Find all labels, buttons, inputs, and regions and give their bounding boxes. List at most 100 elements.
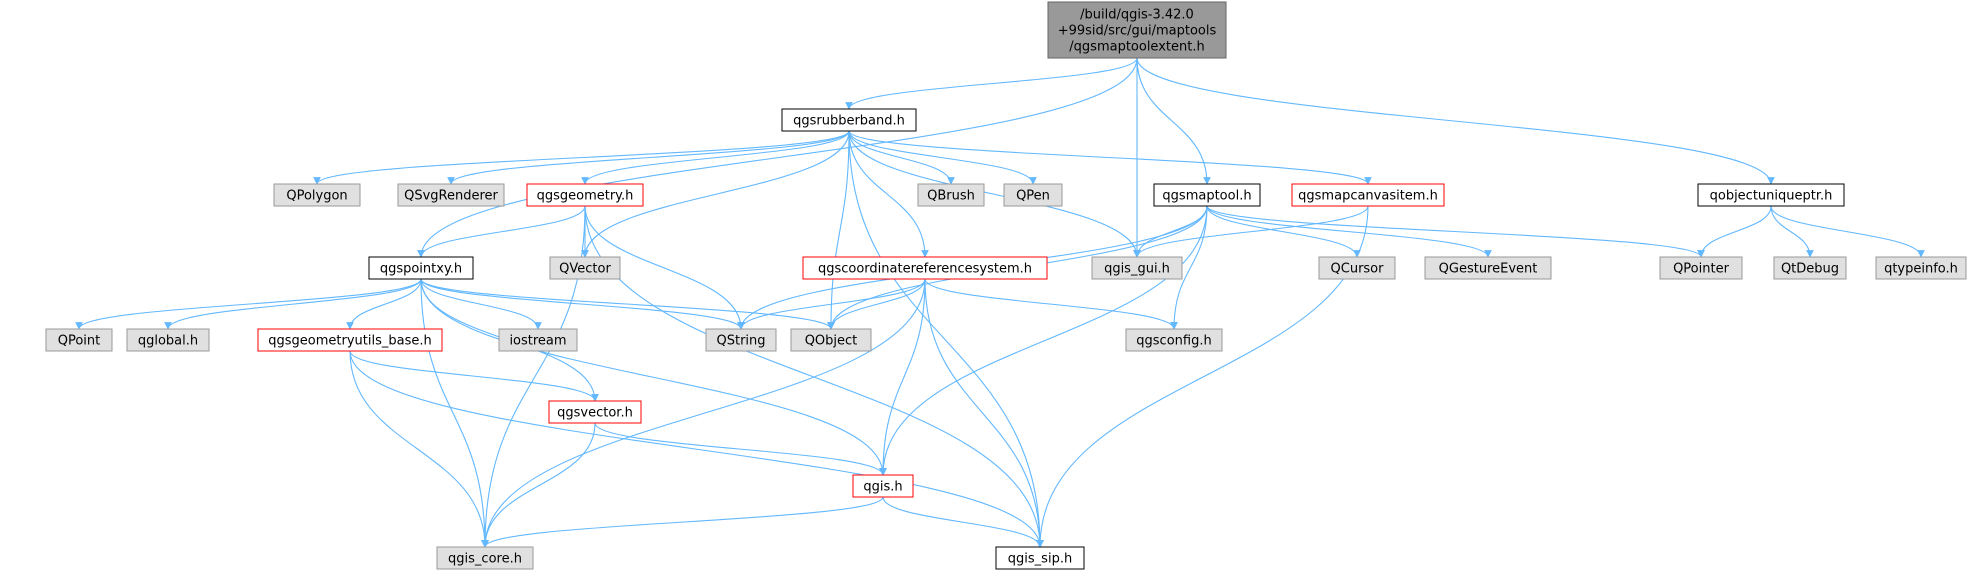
node-box-qcursor[interactable] (1318, 256, 1396, 280)
edge-qgsgeometryutils_base-to-qgis_core (349, 350, 489, 548)
edge-qgsrubberband-to-qgsgeometry (581, 130, 850, 185)
node-box-qtdebug[interactable] (1773, 256, 1847, 280)
node-label-qtypeinfo: qtypeinfo.h (1884, 262, 1958, 277)
edge-qgsrubberband-to-qpen (848, 130, 1037, 185)
node-box-qgsgeometry[interactable] (526, 183, 644, 207)
node-label-qgsvector: qgsvector.h (557, 406, 633, 421)
edge-qgscrs-to-qgsconfig (924, 278, 1178, 330)
node-box-qgestureevent[interactable] (1424, 256, 1552, 280)
edge-qgsgeometry-to-qstring (584, 205, 745, 330)
node-qpointer[interactable]: QPointer (1659, 256, 1743, 280)
node-box-qpointer[interactable] (1659, 256, 1743, 280)
node-qgsgeometry[interactable]: qgsgeometry.h (526, 183, 644, 207)
node-root[interactable]: /build/qgis-3.42.0+99sid/src/gui/maptool… (1047, 1, 1227, 59)
node-box-qglobal[interactable] (126, 328, 210, 352)
edge-qobjectuniqueptr-to-qpointer (1697, 205, 1772, 258)
node-box-qgsmaptool[interactable] (1153, 183, 1261, 207)
node-box-qobject[interactable] (790, 328, 872, 352)
edge-qgsrubberband-to-qgis_gui (848, 130, 1141, 258)
node-iostream[interactable]: iostream (498, 328, 578, 352)
node-qgis_sip[interactable]: qgis_sip.h (995, 546, 1085, 570)
node-box-qsvgrenderer[interactable] (397, 183, 505, 207)
node-qobjectuniqueptr[interactable]: qobjectuniqueptr.h (1697, 183, 1845, 207)
node-label-qpolygon: QPolygon (286, 189, 347, 204)
node-qgspointxy[interactable]: qgspointxy.h (368, 256, 474, 280)
node-qgis_core[interactable]: qgis_core.h (436, 546, 534, 570)
node-box-qgscrs[interactable] (802, 256, 1048, 280)
node-box-qpoint[interactable] (45, 328, 113, 352)
node-box-iostream[interactable] (498, 328, 578, 352)
node-qgis[interactable]: qgis.h (852, 474, 914, 498)
node-box-qgis_core[interactable] (436, 546, 534, 570)
node-label-root: +99sid/src/gui/maptools (1058, 24, 1217, 39)
node-label-qgsgeometryutils_base: qgsgeometryutils_base.h (268, 334, 431, 349)
edge-qgsmaptool-to-qgis_gui (1133, 205, 1208, 258)
node-box-qgis_gui[interactable] (1091, 256, 1183, 280)
edge-qgspointxy-to-qstring (420, 278, 745, 330)
node-qpoint[interactable]: QPoint (45, 328, 113, 352)
node-box-qtypeinfo[interactable] (1875, 256, 1967, 280)
edge-qgscrs-to-qgis_sip (924, 278, 1044, 548)
node-qbrush[interactable]: QBrush (917, 183, 985, 207)
edge-qgsmaptool-to-qcursor (1206, 205, 1361, 258)
node-qtypeinfo[interactable]: qtypeinfo.h (1875, 256, 1967, 280)
edge-root-to-qgspointxy (417, 57, 1138, 258)
node-label-qbrush: QBrush (927, 189, 975, 204)
node-label-qobject: QObject (805, 334, 858, 349)
node-qstring[interactable]: QString (705, 328, 777, 352)
node-qgscrs[interactable]: qgscoordinatereferencesystem.h (802, 256, 1048, 280)
node-qtdebug[interactable]: QtDebug (1773, 256, 1847, 280)
node-qgsgeometryutils_base[interactable]: qgsgeometryutils_base.h (257, 328, 443, 352)
node-qgsconfig[interactable]: qgsconfig.h (1125, 328, 1223, 352)
node-box-qgis[interactable] (852, 474, 914, 498)
edge-qgscrs-to-qgis (879, 278, 926, 476)
edge-qgis-to-qgis_core (481, 496, 884, 548)
node-label-qgsmapcanvasitem: qgsmapcanvasitem.h (1298, 189, 1438, 204)
node-label-root: /qgsmaptoolextent.h (1069, 40, 1204, 55)
node-box-qvector[interactable] (549, 256, 621, 280)
node-label-qstring: QString (716, 334, 765, 349)
node-label-qglobal: qglobal.h (138, 334, 198, 349)
node-label-qvector: QVector (559, 262, 611, 277)
node-qglobal[interactable]: qglobal.h (126, 328, 210, 352)
node-box-qgsrubberband[interactable] (781, 108, 917, 132)
node-box-qgsconfig[interactable] (1125, 328, 1223, 352)
node-box-qgsmapcanvasitem[interactable] (1291, 183, 1445, 207)
edge-qgsmapcanvasitem-to-qgis_gui (1133, 205, 1369, 258)
node-qgsmapcanvasitem[interactable]: qgsmapcanvasitem.h (1291, 183, 1445, 207)
node-qgsvector[interactable]: qgsvector.h (548, 400, 642, 424)
edge-qgsrubberband-to-qpolygon (313, 130, 850, 185)
edge-qgsmaptool-to-qgis (879, 205, 1208, 476)
node-qgsrubberband[interactable]: qgsrubberband.h (781, 108, 917, 132)
node-box-qpolygon[interactable] (273, 183, 361, 207)
node-qcursor[interactable]: QCursor (1318, 256, 1396, 280)
node-box-qgis_sip[interactable] (995, 546, 1085, 570)
node-qgsmaptool[interactable]: qgsmaptool.h (1153, 183, 1261, 207)
node-box-qgsvector[interactable] (548, 400, 642, 424)
edge-qgspointxy-to-qgis_core (420, 278, 489, 548)
node-qpen[interactable]: QPen (1003, 183, 1063, 207)
node-qvector[interactable]: QVector (549, 256, 621, 280)
node-box-qbrush[interactable] (917, 183, 985, 207)
edge-qgsrubberband-to-qgis_sip (848, 130, 1044, 548)
edge-qgsrubberband-to-qgsmapcanvasitem (848, 130, 1372, 185)
node-qsvgrenderer[interactable]: QSvgRenderer (397, 183, 505, 207)
node-qpolygon[interactable]: QPolygon (273, 183, 361, 207)
node-box-root[interactable] (1047, 1, 1227, 59)
node-label-qgsrubberband: qgsrubberband.h (793, 114, 905, 129)
edge-root-to-qgsmaptool (1136, 57, 1211, 185)
node-label-qgis_core: qgis_core.h (448, 552, 522, 567)
node-label-qtdebug: QtDebug (1781, 262, 1839, 277)
node-qobject[interactable]: QObject (790, 328, 872, 352)
node-box-qgsgeometryutils_base[interactable] (257, 328, 443, 352)
node-label-qgis_sip: qgis_sip.h (1008, 552, 1072, 567)
node-box-qgspointxy[interactable] (368, 256, 474, 280)
edges-layer (75, 57, 1925, 548)
edge-qgspointxy-to-qgis (420, 278, 887, 476)
node-qgestureevent[interactable]: QGestureEvent (1424, 256, 1552, 280)
node-box-qpen[interactable] (1003, 183, 1063, 207)
node-box-qobjectuniqueptr[interactable] (1697, 183, 1845, 207)
node-label-qgis_gui: qgis_gui.h (1104, 262, 1170, 277)
node-qgis_gui[interactable]: qgis_gui.h (1091, 256, 1183, 280)
node-box-qstring[interactable] (705, 328, 777, 352)
